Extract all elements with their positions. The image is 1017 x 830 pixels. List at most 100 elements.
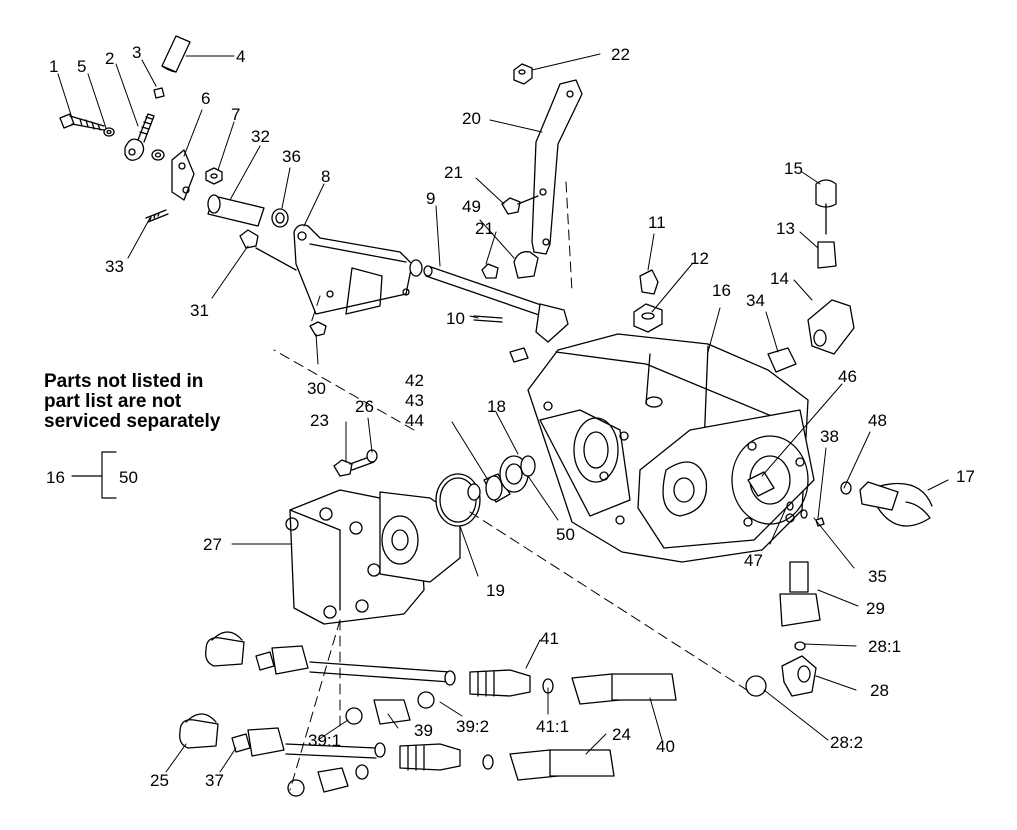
bushing-part-36 xyxy=(271,208,289,228)
callout-35: 35 xyxy=(868,567,887,586)
callout-24: 24 xyxy=(612,725,631,744)
bolt-part-21a xyxy=(501,195,539,215)
callout-39-1: 39:1 xyxy=(308,731,342,750)
callout-29: 29 xyxy=(866,599,885,618)
nut-part-3 xyxy=(153,87,165,99)
oring-part-28-1 xyxy=(794,641,806,651)
callout-40: 40 xyxy=(656,737,675,756)
hose-line-lower xyxy=(285,743,377,759)
cap-part-25a xyxy=(205,631,245,667)
fitting-part-37a xyxy=(255,645,309,675)
rod-end-part-2 xyxy=(124,113,155,161)
bolt-part-31 xyxy=(239,229,297,271)
callout-47: 47 xyxy=(744,551,763,570)
seal-parts-47-35-38 xyxy=(786,501,825,527)
oring-part-39-upper xyxy=(444,670,456,686)
callout-42: 42 xyxy=(405,371,424,390)
callout-12: 12 xyxy=(690,249,709,268)
callout-7: 7 xyxy=(231,105,241,124)
transmission-housing-part-16 xyxy=(527,333,815,563)
callout-2: 2 xyxy=(105,49,115,68)
callout-1: 1 xyxy=(49,57,59,76)
bracket-symbol xyxy=(71,451,117,499)
fitting-part-41 xyxy=(469,669,531,697)
callout-25: 25 xyxy=(150,771,169,790)
callout-37: 37 xyxy=(205,771,224,790)
washer-part-5 xyxy=(103,127,115,137)
assembly-center-lines xyxy=(273,181,751,791)
callout-14: 14 xyxy=(770,269,789,288)
callout-20: 20 xyxy=(462,109,481,128)
pump-body-part-27 xyxy=(285,489,461,625)
bracket-label-left: 16 xyxy=(46,468,65,487)
nut-part-22 xyxy=(513,63,533,85)
callout-17: 17 xyxy=(956,467,975,486)
oring-part-lower-b xyxy=(482,754,494,770)
callout-22: 22 xyxy=(611,45,630,64)
callout-44: 44 xyxy=(405,411,424,430)
leader-lines xyxy=(57,53,949,773)
fitting-part-11 xyxy=(639,269,659,295)
clip-part-49 xyxy=(513,251,539,279)
callout-31: 31 xyxy=(190,301,209,320)
adapter-part-13 xyxy=(817,241,837,269)
washer-part-6a xyxy=(151,149,165,161)
bearing-parts-42-43-44 xyxy=(467,473,511,503)
bolt-part-21b xyxy=(481,263,499,279)
bracket-plate-part-8 xyxy=(293,224,413,315)
callout-19: 19 xyxy=(486,581,505,600)
callout-49: 49 xyxy=(462,197,481,216)
pin-part-10 xyxy=(473,315,503,323)
callout-34: 34 xyxy=(746,291,765,310)
callout-28: 28 xyxy=(870,681,889,700)
callout-21-upper: 21 xyxy=(444,163,463,182)
elbow-part-28 xyxy=(781,655,817,697)
callout-15: 15 xyxy=(784,159,803,178)
callout-43: 43 xyxy=(405,391,424,410)
fitting-part-34 xyxy=(767,347,797,373)
hose-line-upper xyxy=(309,661,451,683)
oring-part-lower-a xyxy=(374,742,386,758)
callout-39-2: 39:2 xyxy=(456,717,490,736)
cable-part-4 xyxy=(161,35,191,73)
hose-part-40 xyxy=(571,673,677,705)
callout-18: 18 xyxy=(487,397,506,416)
shaft-part-46 xyxy=(747,471,775,497)
gear-part-50 xyxy=(499,455,536,493)
fitting-part-39 xyxy=(373,699,411,725)
callout-8: 8 xyxy=(321,167,331,186)
callout-32: 32 xyxy=(251,127,270,146)
hose-part-24 xyxy=(509,749,615,781)
bolt-part-23 xyxy=(333,455,375,477)
callout-26: 26 xyxy=(355,397,374,416)
service-note-line-3: serviced separately xyxy=(44,411,221,432)
callout-4: 4 xyxy=(236,47,246,66)
callout-9: 9 xyxy=(426,189,436,208)
switch-part-17 xyxy=(840,481,933,527)
callout-16-housing: 16 xyxy=(712,281,731,300)
bracket-label-right: 50 xyxy=(119,468,138,487)
callout-36: 36 xyxy=(282,147,301,166)
oring-part-39-2 xyxy=(417,691,435,709)
callout-3: 3 xyxy=(132,43,142,62)
cap-part-15 xyxy=(815,179,837,235)
callout-48: 48 xyxy=(868,411,887,430)
callout-41: 41 xyxy=(540,629,559,648)
elbow-part-14 xyxy=(807,299,855,355)
callout-10: 10 xyxy=(446,309,465,328)
spacer-part-32 xyxy=(207,194,265,227)
nut-part-7 xyxy=(205,167,223,185)
fitting-part-bottom xyxy=(287,764,369,797)
hose-part-29 xyxy=(779,561,821,627)
bracket-part-6 xyxy=(171,149,195,201)
callout-6: 6 xyxy=(201,89,211,108)
oring-part-28-2 xyxy=(745,675,767,697)
screw-part-30 xyxy=(309,321,327,337)
callout-33: 33 xyxy=(105,257,124,276)
pin-part-33 xyxy=(145,209,169,223)
service-note-line-2: part list are not xyxy=(44,391,182,412)
fitting-part-lower xyxy=(399,743,461,771)
rod-part-9 xyxy=(409,259,569,343)
callout-50: 50 xyxy=(556,525,575,544)
